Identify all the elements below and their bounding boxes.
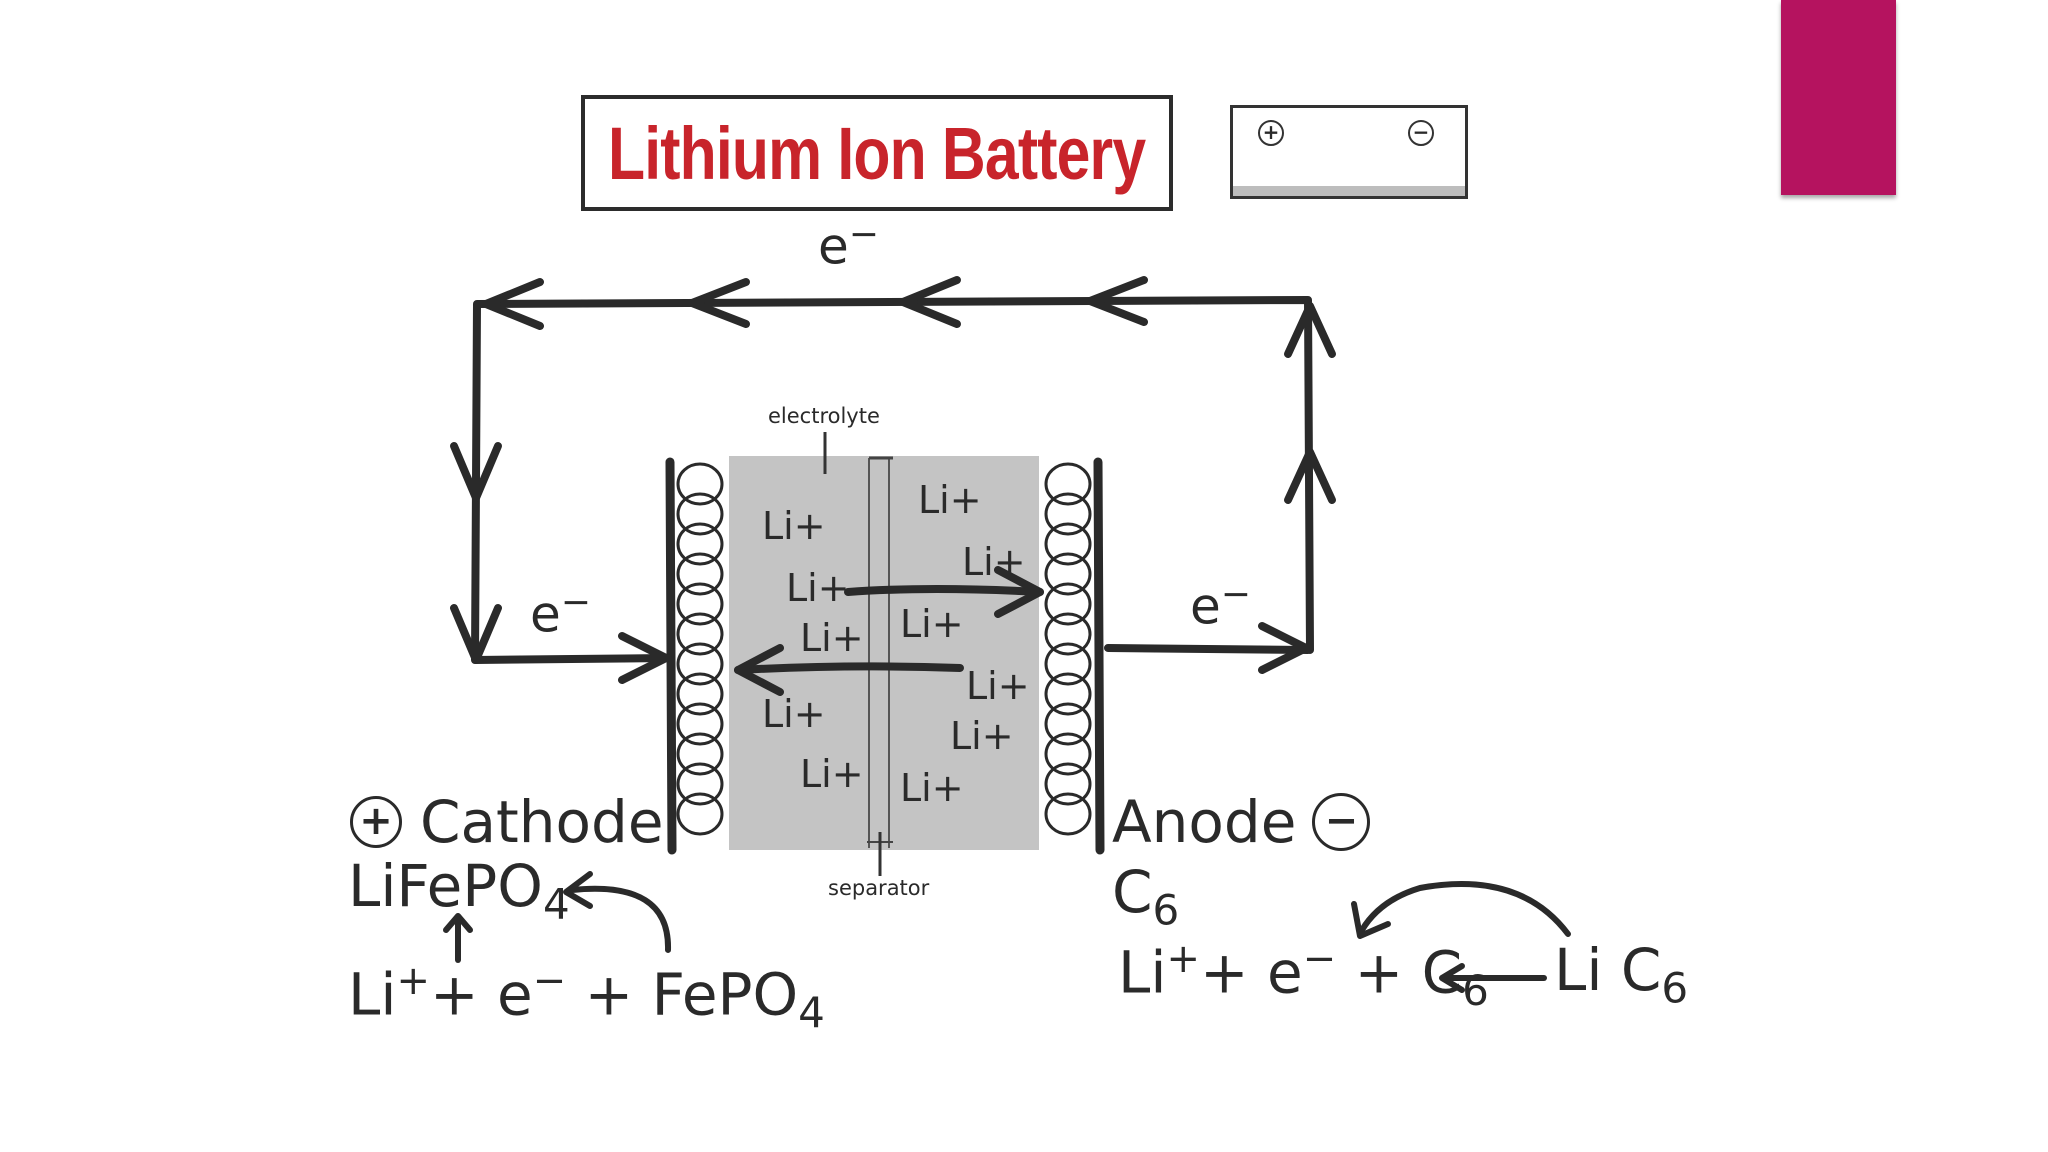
anode-heading: Anode − — [1112, 788, 1371, 856]
top-arrow-1 — [482, 278, 544, 330]
ion-label: Li+ — [950, 714, 1014, 758]
coil-loop — [1044, 492, 1092, 536]
coil-loop — [676, 762, 724, 806]
coil-loop — [1044, 672, 1092, 716]
separator-label: separator — [828, 876, 930, 900]
anode-curve-arrow-shaft — [1359, 881, 1571, 937]
positive-terminal-icon: + — [1258, 120, 1284, 146]
right-wire-arrows — [1284, 302, 1336, 504]
coil-loop — [1044, 552, 1092, 596]
negative-terminal-icon: − — [1408, 120, 1434, 146]
anode-label: Anode — [1112, 788, 1297, 856]
coil-loop — [676, 612, 724, 656]
left-arrow-1 — [450, 442, 502, 502]
cathode-curve-arrow-shaft — [569, 885, 672, 953]
ion-label: Li+ — [900, 602, 964, 646]
coil-loop — [676, 552, 724, 596]
anode-curve-arrow-head — [1351, 901, 1391, 939]
coil-loop — [1044, 792, 1092, 836]
cathode-up-arrow-head — [443, 913, 473, 933]
right-arrow-2 — [1284, 448, 1336, 504]
electron-label-left: e− — [530, 582, 591, 644]
cathode-label: Cathode — [420, 788, 664, 856]
anode-straight-arrow-head — [1439, 963, 1465, 993]
ion-arrow-right-shaft — [844, 585, 1044, 596]
left-wire-arrows — [450, 442, 502, 664]
positive-sign-icon: + — [350, 796, 402, 848]
ion-label: Li+ — [762, 692, 826, 736]
coil-loop — [1044, 462, 1092, 506]
ion-label: Li+ — [900, 766, 964, 810]
anode-material: C6 — [1112, 858, 1180, 935]
battery-icon: + − — [1230, 105, 1468, 199]
coil-loop — [1044, 612, 1092, 656]
ion-label: Li+ — [800, 616, 864, 660]
coil-loop — [1044, 732, 1092, 776]
coil-loop — [676, 672, 724, 716]
top-wire-arrows — [482, 276, 1148, 330]
top-arrow-3 — [899, 276, 961, 328]
cathode-heading: + Cathode — [350, 788, 664, 856]
ion-arrow-left-shaft — [734, 662, 964, 674]
electrolyte-label: electrolyte — [768, 404, 880, 428]
coil-loop — [676, 582, 724, 626]
top-arrow-2 — [688, 278, 750, 328]
right-arrow-1 — [1284, 302, 1336, 358]
anode-source: Li C6 — [1554, 936, 1689, 1013]
electron-label-top: e− — [818, 214, 879, 276]
cathode-reaction-arrows — [443, 871, 672, 963]
anode-out-arrow — [1258, 622, 1310, 674]
title-box: Lithium Ion Battery — [581, 95, 1173, 211]
ion-label: Li+ — [762, 504, 826, 548]
anode-reaction-arrows — [1351, 881, 1571, 993]
coil-loop — [676, 492, 724, 536]
ion-arrow-right-head — [994, 566, 1044, 618]
accent-bar — [1781, 0, 1896, 195]
electron-label-right: e− — [1190, 574, 1251, 636]
negative-sign-icon: − — [1312, 793, 1371, 851]
coil-loop — [676, 732, 724, 776]
ion-label: Li+ — [800, 752, 864, 796]
anode-reaction: Li++ e− + C6 — [1118, 936, 1489, 1015]
coil-loop — [676, 642, 724, 686]
cathode-reaction: Li++ e− + FePO4 — [348, 958, 825, 1037]
coil-loop — [1044, 582, 1092, 626]
battery-base — [1233, 186, 1465, 196]
coil-loop — [676, 792, 724, 836]
coil-loop — [676, 522, 724, 566]
top-arrow-4 — [1086, 276, 1148, 326]
anode-plate — [1093, 457, 1105, 855]
cathode-product: LiFePO4 — [348, 852, 570, 929]
coil-loop — [676, 702, 724, 746]
electrolyte-region — [729, 456, 1039, 850]
ion-label: Li+ — [966, 664, 1030, 708]
coil-loop — [676, 462, 724, 506]
electrode-wire-arrows — [618, 622, 1310, 684]
cathode-coil — [676, 462, 724, 836]
anode-coil — [1044, 462, 1092, 836]
ion-label: Li+ — [962, 540, 1026, 584]
left-arrow-2 — [450, 604, 502, 664]
cathode-curve-arrow-head — [563, 871, 593, 909]
coil-loop — [1044, 702, 1092, 746]
slide-title: Lithium Ion Battery — [608, 111, 1146, 195]
coil-loop — [1044, 522, 1092, 566]
cathode-in-arrow — [618, 632, 670, 684]
ion-flow-arrows — [734, 566, 1044, 696]
coil-loop — [1044, 762, 1092, 806]
ion-label: Li+ — [786, 566, 850, 610]
coil-loop — [1044, 642, 1092, 686]
ion-label: Li+ — [918, 478, 982, 522]
ion-arrow-left-head — [734, 644, 784, 696]
